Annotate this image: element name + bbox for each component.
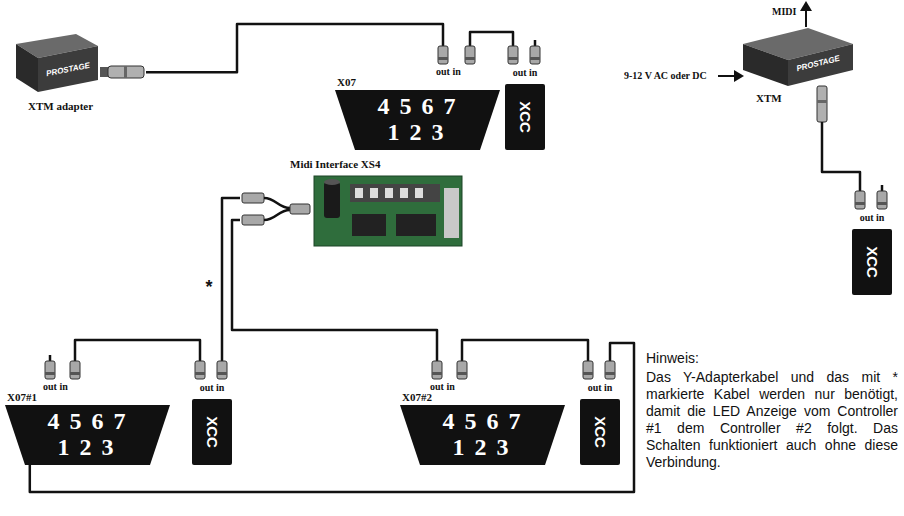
xcc-illustration	[503, 40, 547, 150]
jack-labels: out in	[503, 67, 547, 78]
device-name: XTM	[756, 92, 782, 104]
switch-numbers: 1 2 3	[400, 435, 565, 459]
controller-box: X07 out in 4 5 6 71 2 3	[335, 40, 500, 150]
switch-numbers: 1 2 3	[335, 120, 500, 144]
adapter-box: PROSTAGEXTM	[738, 26, 858, 161]
power-arrow	[718, 75, 736, 77]
controller-name: X07#2	[402, 391, 432, 403]
jack-labels: out in	[43, 381, 68, 392]
midi-out-arrowhead	[800, 1, 812, 11]
switch-numbers: 4 5 6 7	[335, 94, 500, 118]
device-name: Midi Interface XS4	[290, 158, 380, 170]
pad-name: XCC	[593, 416, 608, 448]
cable	[146, 24, 443, 72]
pad-name: XCC	[865, 246, 880, 278]
jack-labels: out in	[578, 382, 622, 393]
cable-marker: *	[203, 278, 214, 296]
pad-box: out in XCC	[503, 40, 547, 150]
device-name: XTM adapter	[28, 100, 93, 112]
controller-name: X07#1	[7, 391, 37, 403]
cable	[75, 340, 200, 355]
switch-numbers: 4 5 6 7	[5, 409, 170, 433]
signal-label: MIDI	[772, 6, 796, 17]
xcc-illustration	[850, 185, 894, 295]
switch-numbers: 4 5 6 7	[400, 409, 565, 433]
pad-box: out in XCC	[578, 355, 622, 465]
note-heading: Hinweis:	[646, 350, 699, 366]
pad-box: out in XCC	[850, 185, 894, 295]
power-label: 9-12 V AC oder DC	[624, 70, 707, 81]
note-text: Das Y-Adapterkabel und das mit * markier…	[646, 369, 898, 471]
xcc-illustration	[578, 355, 622, 465]
controller-name: X07	[337, 76, 356, 88]
jack-labels: out in	[850, 212, 894, 223]
controller-box: X07#1 out in 4 5 6 71 2 3	[5, 355, 170, 465]
adapter-box: PROSTAGEXTM adapter	[6, 30, 146, 120]
switch-numbers: 1 2 3	[5, 435, 170, 459]
midi-out-arrow	[805, 9, 807, 27]
pad-name: XCC	[205, 416, 220, 448]
xcc-illustration	[190, 355, 234, 465]
cable	[470, 32, 513, 40]
jack-labels: out in	[190, 382, 234, 393]
jack-labels: out in	[436, 66, 461, 77]
jack-labels: out in	[430, 381, 455, 392]
cable	[822, 161, 860, 185]
cable	[462, 340, 588, 355]
pad-box: out in XCC	[190, 355, 234, 465]
pad-name: XCC	[518, 101, 533, 133]
xs4-illustration	[240, 158, 465, 248]
power-arrowhead	[734, 70, 744, 82]
controller-box: X07#2out in 4 5 6 71 2 3	[400, 355, 565, 465]
interface-box: Midi Interface XS4	[240, 158, 465, 248]
